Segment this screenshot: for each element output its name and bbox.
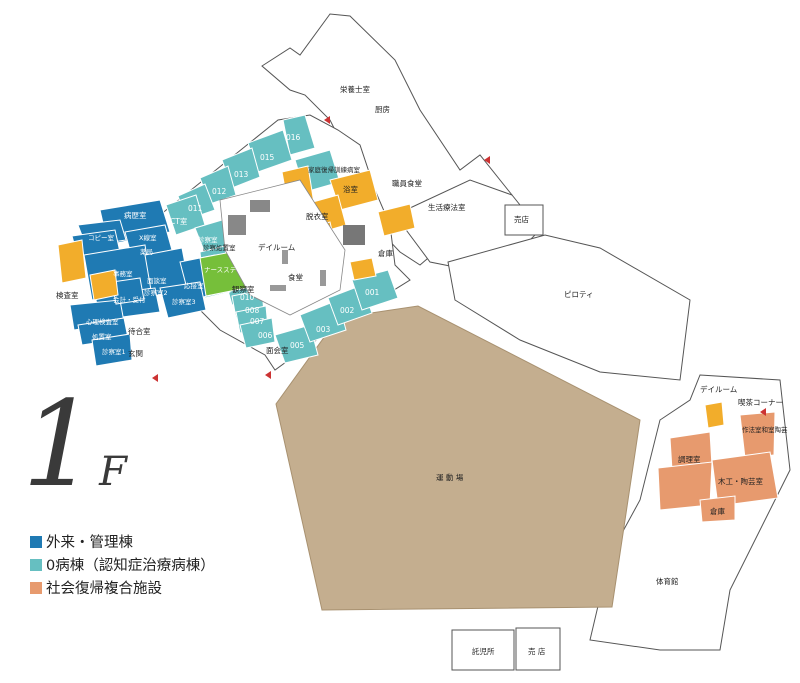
entrance-label: 玄関 bbox=[128, 348, 143, 358]
room-005-label: 005 bbox=[290, 341, 305, 350]
shop-bottom-label: 売 店 bbox=[528, 646, 546, 656]
life-therapy-label: 生活療法室 bbox=[428, 202, 466, 212]
legend-item-rehab-facility: 社会復帰複合施設 bbox=[30, 576, 215, 599]
accounting-label: 会計・受付 bbox=[113, 295, 146, 304]
exam2-label: 診察室2 bbox=[144, 288, 168, 297]
consult-room-label: 応接室 bbox=[184, 281, 204, 290]
kitchen-label: 厨房 bbox=[375, 104, 390, 114]
exam-room-right-label: 診察室 bbox=[198, 235, 218, 244]
reception-label: 事務室 bbox=[113, 269, 133, 278]
floor-title: 1F bbox=[22, 385, 127, 503]
medical-records-label: 病歴室 bbox=[124, 210, 147, 220]
nursery-label: 託児所 bbox=[472, 646, 495, 656]
room-001-label: 001 bbox=[365, 288, 380, 297]
room-002-label: 002 bbox=[340, 306, 355, 315]
room-010-label: 010 bbox=[240, 293, 255, 302]
orange-rooms bbox=[657, 411, 779, 523]
floor-suffix: F bbox=[99, 449, 127, 495]
dayroom-right-label: デイルーム bbox=[700, 384, 737, 394]
shop-top-box bbox=[504, 204, 544, 236]
bath-block bbox=[343, 225, 365, 245]
dining-bar-1 bbox=[270, 285, 286, 291]
room-013-label: 013 bbox=[234, 170, 249, 179]
legend: 外来・管理棟 0病棟（認知症治療病棟） 社会復帰複合施設 bbox=[30, 530, 215, 599]
treatment-label: 処置室 bbox=[92, 332, 112, 341]
room-012-label: 012 bbox=[212, 187, 227, 196]
exam3-label: 診察室3 bbox=[172, 297, 196, 306]
staff-dining-label: 職員食堂 bbox=[392, 178, 422, 188]
nursery-building bbox=[451, 629, 515, 671]
nurse-station-label: ナースステーション bbox=[204, 266, 262, 274]
room-008-label: 008 bbox=[245, 306, 260, 315]
blue-rooms bbox=[69, 199, 226, 367]
dining-bar-2 bbox=[320, 270, 326, 286]
exam1-label: 診察室1 bbox=[102, 347, 126, 356]
exit-marker-2 bbox=[265, 371, 271, 379]
woodwork-label: 木工・陶芸室 bbox=[718, 476, 763, 486]
dining-label: 食堂 bbox=[288, 272, 303, 282]
inspection-label: 検査室 bbox=[56, 290, 79, 300]
dayroom-area bbox=[219, 179, 346, 316]
gym-building bbox=[589, 374, 791, 651]
exit-marker-4 bbox=[324, 116, 330, 124]
dining-partition bbox=[250, 200, 270, 212]
bath-label: 浴室 bbox=[343, 184, 358, 194]
exit-marker-5 bbox=[760, 408, 766, 416]
legend-label-outpatient: 外来・管理棟 bbox=[46, 535, 133, 551]
legend-swatch-outpatient bbox=[30, 535, 42, 548]
ct-label: CT室 bbox=[170, 216, 188, 226]
room-006-label: 006 bbox=[258, 331, 273, 340]
observation-label: 観察室 bbox=[232, 284, 255, 294]
room-016-label: 016 bbox=[286, 133, 301, 142]
dayroom-partition bbox=[228, 215, 246, 235]
piloti-area bbox=[447, 234, 691, 381]
sports-ground bbox=[275, 305, 641, 611]
xray-label: X線室 bbox=[139, 233, 157, 242]
waiting-label: 待合室 bbox=[128, 326, 151, 336]
legend-swatch-rehab-facility bbox=[30, 581, 42, 594]
legend-item-ward: 0病棟（認知症治療病棟） bbox=[30, 553, 215, 576]
psych-test-label: 心理検査室 bbox=[86, 317, 119, 326]
exam-treatment-label: 診察処置室 bbox=[203, 243, 236, 252]
interview-label: 面談室 bbox=[147, 276, 167, 285]
legend-label-ward: 0病棟（認知症治療病棟） bbox=[46, 558, 215, 574]
dressing-label: 脱衣室 bbox=[306, 211, 329, 221]
visiting-label: 面会室 bbox=[266, 345, 289, 355]
room-003-label: 003 bbox=[316, 325, 331, 334]
storage-top-label: 倉庫 bbox=[378, 248, 393, 258]
pharmacy-label: 薬局 bbox=[140, 247, 153, 256]
crafts-label: 作法室和室陶芸 bbox=[742, 425, 788, 434]
dietitian-label: 栄養士室 bbox=[340, 84, 370, 94]
cafe-label: 喫茶コーナー bbox=[738, 397, 783, 407]
room-015-label: 015 bbox=[260, 153, 275, 162]
exit-marker-1 bbox=[152, 374, 158, 382]
piloti-label: ピロティ bbox=[564, 290, 594, 299]
floor-number: 1 bbox=[22, 375, 98, 513]
legend-item-outpatient: 外来・管理棟 bbox=[30, 530, 215, 553]
room-007-label: 007 bbox=[250, 317, 265, 326]
shop-top-label: 売店 bbox=[514, 214, 529, 224]
legend-label-rehab-facility: 社会復帰複合施設 bbox=[46, 581, 162, 597]
dining-bar-3 bbox=[282, 250, 288, 264]
copy-label: コピー室 bbox=[88, 233, 115, 242]
ground-label: 運 動 場 bbox=[436, 472, 464, 482]
shop-bottom-building bbox=[515, 627, 561, 671]
room-011-label: 011 bbox=[188, 204, 203, 213]
rehab-label: 家庭復帰訓練病室 bbox=[308, 165, 361, 174]
storage-right-label: 倉庫 bbox=[710, 506, 725, 516]
gym-label: 体育館 bbox=[656, 576, 679, 586]
legend-swatch-ward bbox=[30, 558, 42, 571]
exit-marker-3 bbox=[484, 156, 490, 164]
cooking-label: 調理室 bbox=[678, 454, 701, 464]
dayroom-label: デイルーム bbox=[258, 242, 295, 252]
